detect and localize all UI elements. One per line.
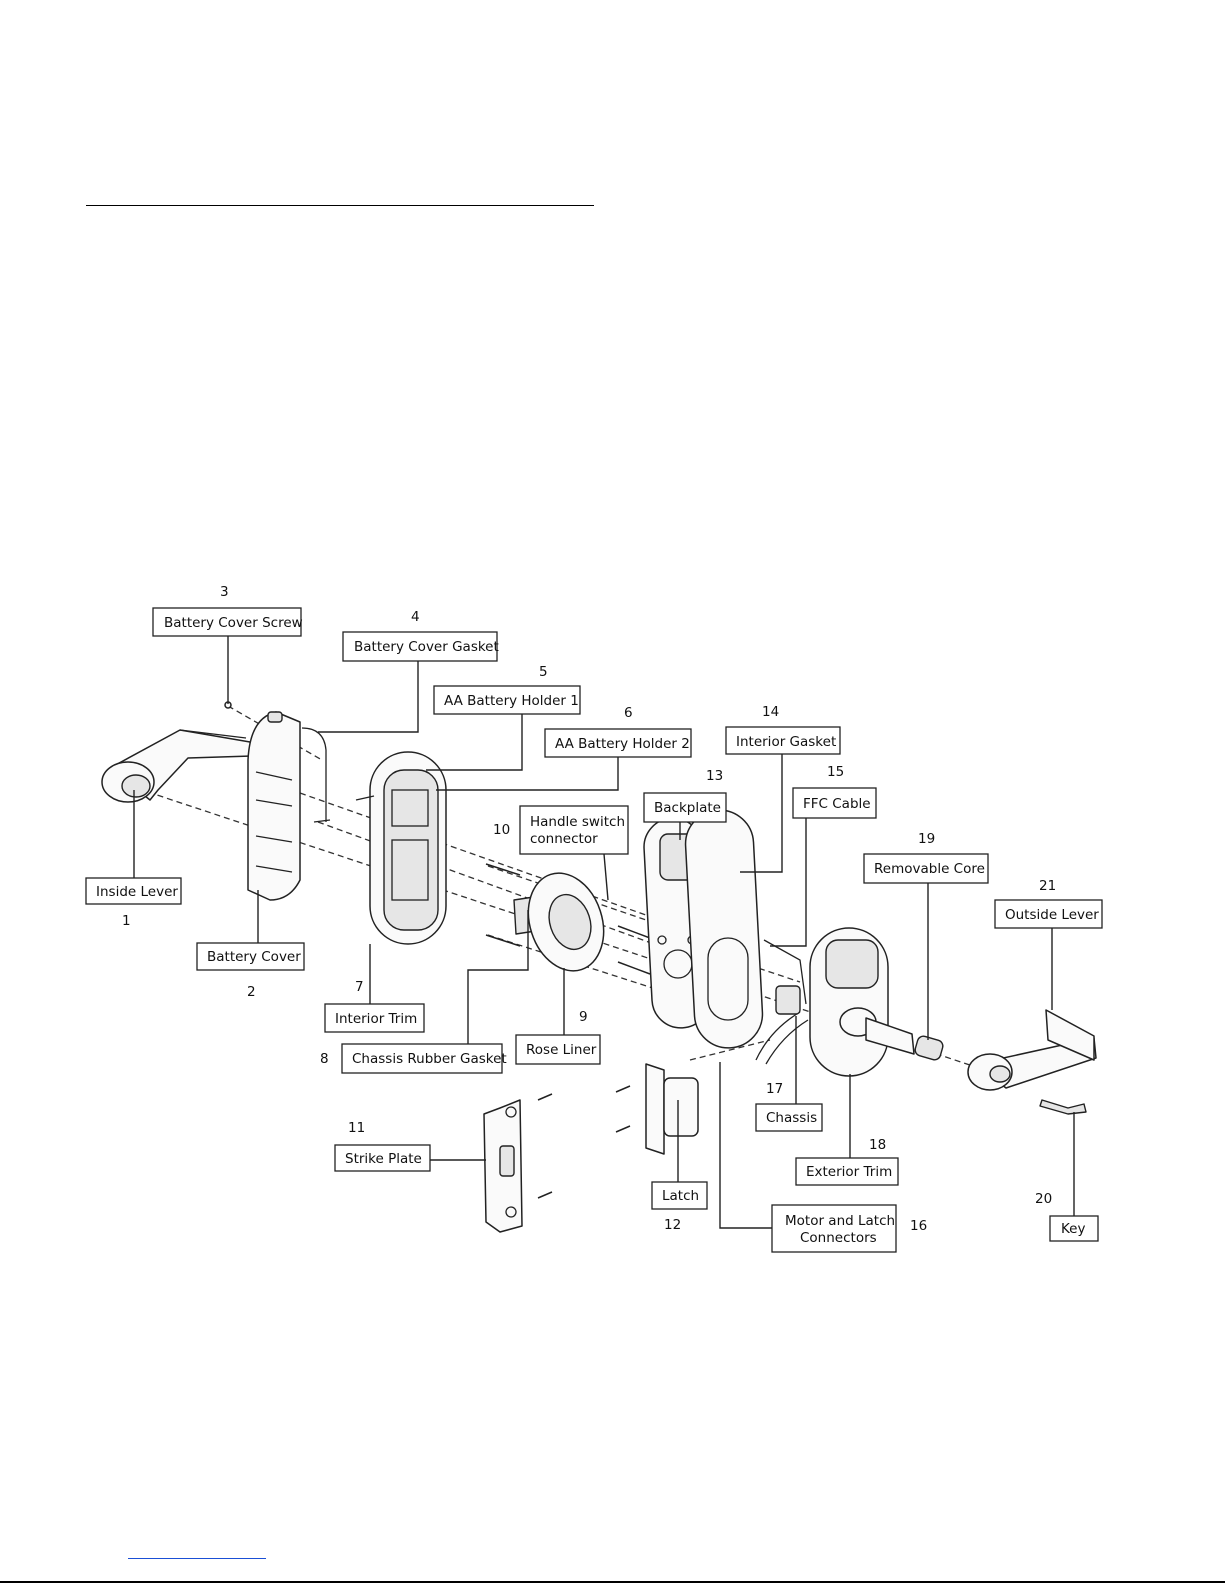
part-number-3: 3 xyxy=(220,584,229,600)
interior-gasket-part xyxy=(684,809,764,1049)
removable-core-part xyxy=(914,1035,944,1061)
svg-text:Battery Cover Gasket: Battery Cover Gasket xyxy=(354,639,499,655)
part-number-10: 10 xyxy=(493,822,510,838)
part-number-8: 8 xyxy=(320,1051,329,1067)
strike-plate-part xyxy=(483,1093,553,1233)
part-number-4: 4 xyxy=(411,609,420,625)
part-numbers: 3 4 5 6 14 13 15 10 19 21 1 2 7 8 9 17 1… xyxy=(122,584,1056,1234)
svg-text:Connectors: Connectors xyxy=(800,1230,877,1246)
part-number-18: 18 xyxy=(869,1137,886,1153)
footer-link-underline[interactable] xyxy=(128,1558,266,1559)
part-number-12: 12 xyxy=(664,1217,681,1233)
exterior-trim-part xyxy=(809,927,915,1077)
svg-text:Exterior Trim: Exterior Trim xyxy=(806,1164,892,1180)
label-box-19: Removable Core xyxy=(863,853,989,884)
part-number-7: 7 xyxy=(355,979,364,995)
label-box-13: Backplate xyxy=(643,792,727,823)
inside-lever-part xyxy=(101,729,253,803)
part-number-20: 20 xyxy=(1035,1191,1052,1207)
label-box-7: Interior Trim xyxy=(324,1003,425,1033)
label-box-12: Latch xyxy=(651,1181,708,1210)
label-box-5: AA Battery Holder 1 xyxy=(433,685,581,715)
svg-text:Outside Lever: Outside Lever xyxy=(1005,907,1099,923)
part-number-1: 1 xyxy=(122,913,131,929)
part-number-16: 16 xyxy=(910,1218,927,1234)
part-number-9: 9 xyxy=(579,1009,588,1025)
part-number-2: 2 xyxy=(247,984,256,1000)
label-box-21: Outside Lever xyxy=(994,899,1103,929)
svg-text:Inside Lever: Inside Lever xyxy=(96,884,178,900)
label-box-1: Inside Lever xyxy=(85,877,182,905)
part-number-6: 6 xyxy=(624,705,633,721)
part-number-14: 14 xyxy=(762,704,779,720)
mounting-screws xyxy=(485,863,651,975)
svg-text:Battery Cover Screw: Battery Cover Screw xyxy=(164,615,303,631)
svg-text:connector: connector xyxy=(530,831,598,847)
label-box-9: Rose Liner xyxy=(515,1034,601,1065)
label-box-16: Motor and Latch Connectors xyxy=(771,1204,897,1253)
svg-text:Motor and Latch: Motor and Latch xyxy=(785,1213,895,1229)
label-box-15: FFC Cable xyxy=(792,787,877,819)
svg-text:Handle switch: Handle switch xyxy=(530,814,625,830)
battery-cover-part xyxy=(224,701,327,901)
part-number-15: 15 xyxy=(827,764,844,780)
heading-underline xyxy=(86,205,594,206)
key-part xyxy=(1039,1099,1087,1115)
svg-text:FFC Cable: FFC Cable xyxy=(803,796,871,812)
part-number-11: 11 xyxy=(348,1120,365,1136)
chassis-part xyxy=(755,939,809,1065)
label-box-8: Chassis Rubber Gasket xyxy=(341,1043,507,1074)
outside-lever-part xyxy=(967,1009,1097,1091)
part-number-21: 21 xyxy=(1039,878,1056,894)
svg-text:Latch: Latch xyxy=(662,1188,699,1204)
svg-text:Interior Trim: Interior Trim xyxy=(335,1011,417,1027)
label-box-6: AA Battery Holder 2 xyxy=(544,728,692,758)
label-box-18: Exterior Trim xyxy=(795,1157,899,1186)
label-box-2: Battery Cover xyxy=(196,942,305,971)
rose-liner-part xyxy=(513,872,605,972)
svg-text:Backplate: Backplate xyxy=(654,800,721,816)
latch-part xyxy=(615,1063,699,1155)
leader-lines xyxy=(133,636,1075,1229)
svg-text:Rose Liner: Rose Liner xyxy=(526,1042,597,1058)
label-box-10: Handle switch connector xyxy=(519,805,629,855)
page-bottom-rule xyxy=(0,1581,1225,1583)
svg-text:Removable Core: Removable Core xyxy=(874,861,985,877)
svg-text:Battery Cover: Battery Cover xyxy=(207,949,301,965)
svg-text:AA Battery Holder 2: AA Battery Holder 2 xyxy=(555,736,690,752)
svg-text:Strike Plate: Strike Plate xyxy=(345,1151,422,1167)
svg-text:Chassis: Chassis xyxy=(766,1110,817,1126)
label-box-4: Battery Cover Gasket xyxy=(342,631,499,662)
svg-text:Key: Key xyxy=(1061,1221,1085,1237)
part-number-5: 5 xyxy=(539,664,548,680)
svg-text:AA Battery Holder 1: AA Battery Holder 1 xyxy=(444,693,579,709)
interior-trim-part xyxy=(313,751,447,945)
label-box-11: Strike Plate xyxy=(334,1144,431,1172)
part-number-19: 19 xyxy=(918,831,935,847)
part-number-13: 13 xyxy=(706,768,723,784)
svg-text:Chassis Rubber Gasket: Chassis Rubber Gasket xyxy=(352,1051,507,1067)
label-box-3: Battery Cover Screw xyxy=(152,607,303,637)
part-number-17: 17 xyxy=(766,1081,783,1097)
svg-text:Interior Gasket: Interior Gasket xyxy=(736,734,836,750)
label-box-17: Chassis xyxy=(755,1103,823,1132)
label-box-20: Key xyxy=(1049,1215,1099,1242)
label-box-14: Interior Gasket xyxy=(725,726,841,755)
